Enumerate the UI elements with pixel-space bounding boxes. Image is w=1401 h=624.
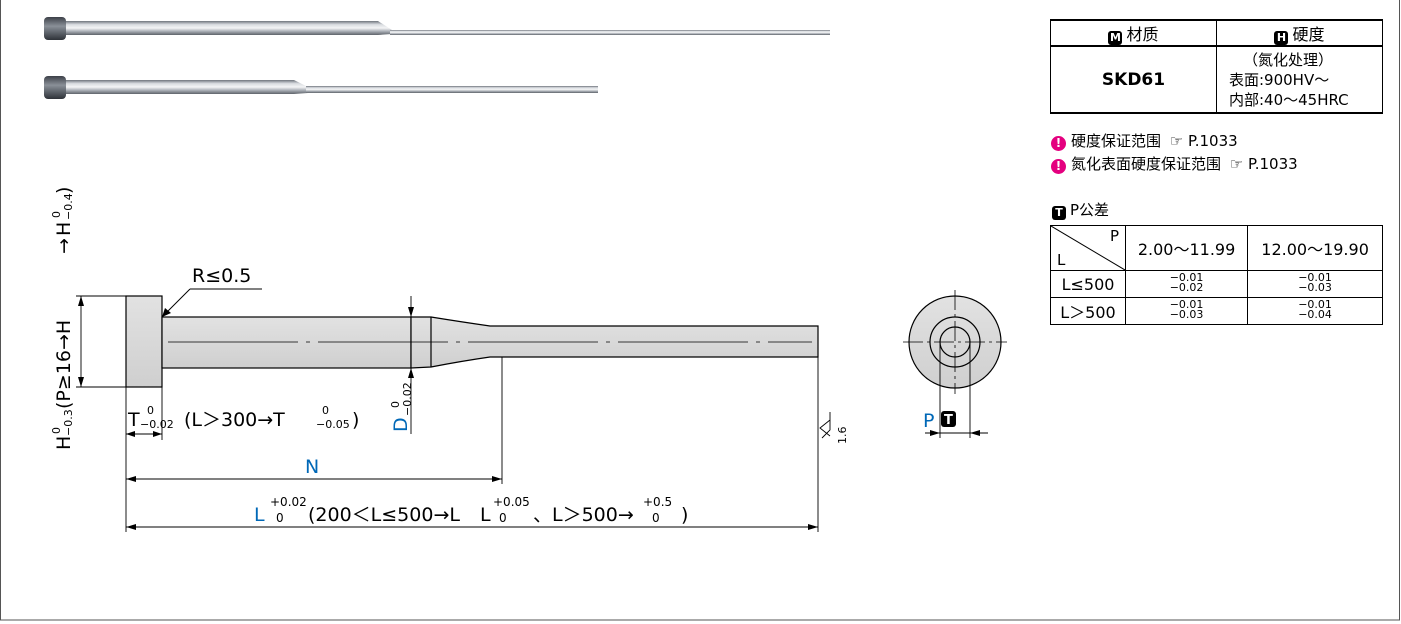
- t-end: ): [352, 409, 359, 431]
- pin-side-view: [125, 295, 819, 388]
- h-tol2-top: 0: [50, 211, 63, 218]
- note-nitride-hardness-range[interactable]: ! 氮化表面硬度保证范围 ☞ P.1033: [1051, 153, 1298, 174]
- h-tol2-bot: −0.4: [62, 193, 75, 220]
- radius-leader: [161, 288, 262, 318]
- radius-label: R≤0.5: [192, 265, 251, 287]
- product-photo-pin-short: [44, 76, 598, 99]
- h-dimension-label: H 0 −0.3 (P≥16→H → H 0 −0.4 ): [50, 187, 75, 450]
- table-row: L＞500 −0.01−0.03 −0.01−0.04: [1050, 297, 1383, 325]
- h-dimension-lines: [76, 295, 126, 388]
- column-header: 12.00～19.90: [1247, 225, 1383, 271]
- material-header: 材质: [1126, 25, 1159, 44]
- h-main: H: [53, 436, 75, 450]
- d-main: D: [390, 417, 412, 432]
- d-tol-top: 0: [389, 401, 402, 408]
- note-ref: P.1033: [1188, 132, 1238, 150]
- table-cell: −0.01−0.03: [1247, 270, 1383, 298]
- note-hardness-range[interactable]: ! 硬度保证范围 ☞ P.1033: [1051, 130, 1238, 151]
- svg-text:H: H: [53, 436, 75, 450]
- p-tolerance-badge: T: [1052, 206, 1066, 220]
- pointing-hand-icon: ☞: [1229, 155, 1244, 173]
- p-tolerance-table: P L 2.00～11.99 12.00～19.90 L≤500 −0.01−0…: [1050, 225, 1383, 325]
- hardness-line-1: （氮化处理）: [1243, 51, 1334, 69]
- hardness-badge: H: [1274, 31, 1289, 45]
- n-label: N: [305, 456, 319, 478]
- table-row: L≤500 −0.01−0.02 −0.01−0.03: [1050, 270, 1383, 298]
- corner-l: L: [1057, 251, 1066, 269]
- table-cell: −0.01−0.03: [1124, 297, 1249, 325]
- corner-cell: P L: [1050, 225, 1126, 271]
- l-tol3-top: +0.5: [643, 495, 672, 509]
- corner-p: P: [1109, 227, 1119, 245]
- pointing-hand-icon: ☞: [1169, 132, 1184, 150]
- t-dimension-label: T 0 −0.02 (L＞300→T 0 −0.05 ): [127, 404, 359, 431]
- t-mid: (L＞300→T: [184, 409, 285, 431]
- exclamation-icon: !: [1051, 159, 1066, 174]
- material-value: SKD61: [1050, 45, 1217, 114]
- l-tol2-bot: 0: [499, 511, 507, 525]
- l-mid1: (200＜L≤500→L: [308, 504, 460, 526]
- p-tolerance-title-text: P公差: [1070, 201, 1110, 219]
- product-photo-pin-long: [44, 17, 830, 40]
- row-label: L≤500: [1050, 270, 1126, 298]
- note-text: 氮化表面硬度保证范围: [1071, 155, 1222, 173]
- h-mid: (P≥16→H: [53, 320, 75, 409]
- svg-text:L: L: [480, 504, 491, 526]
- svg-text:H: H: [53, 222, 75, 236]
- end-view-p-label: P: [923, 410, 934, 432]
- l-tol2-top: +0.05: [493, 495, 530, 509]
- h-tol-top: 0: [50, 427, 63, 434]
- l-tol3-bot: 0: [652, 511, 660, 525]
- t-dimension-lines: [125, 387, 163, 532]
- hardness-value: （氮化处理） 表面:900HV～ 内部:40～45HRC: [1216, 45, 1383, 114]
- hardness-line-3: 内部:40～45HRC: [1229, 91, 1349, 109]
- pin-end-view: [903, 290, 1007, 438]
- d-tol-bot: −0.02: [401, 382, 414, 416]
- h-end: ): [53, 187, 75, 194]
- surface-roughness-symbol: [819, 412, 831, 439]
- t-tol-top: 0: [147, 404, 154, 417]
- table-cell: −0.01−0.02: [1124, 270, 1249, 298]
- l-tol-bot: 0: [276, 511, 284, 525]
- l-tol-top: +0.02: [270, 495, 307, 509]
- row-label: L＞500: [1050, 297, 1126, 325]
- t-tol-bot: −0.02: [140, 418, 174, 431]
- hardness-line-2: 表面:900HV～: [1229, 71, 1330, 89]
- l-dimension-lines: [126, 357, 819, 532]
- svg-text:→: →: [53, 238, 75, 254]
- l-mid2: 、L＞500→: [533, 504, 634, 526]
- surface-roughness-value: 1.6: [836, 427, 849, 445]
- d-dimension-lines: [408, 296, 414, 434]
- l-main: L: [254, 504, 265, 526]
- exclamation-icon: !: [1051, 136, 1066, 151]
- note-ref: P.1033: [1248, 155, 1298, 173]
- hardness-header: 硬度: [1292, 25, 1325, 44]
- table-cell: −0.01−0.04: [1247, 297, 1383, 325]
- note-text: 硬度保证范围: [1071, 132, 1162, 150]
- n-dimension-lines: [126, 357, 503, 484]
- end-view-p-badge: T: [944, 413, 953, 428]
- column-header: 2.00～11.99: [1124, 225, 1249, 271]
- t-main: T: [127, 409, 140, 431]
- end-view-p-badge-bg: [941, 411, 956, 427]
- t-tol2-top: 0: [322, 404, 329, 417]
- diagonal-line: [1051, 226, 1125, 270]
- h-tol-bot: −0.3: [62, 409, 75, 436]
- l-end: ): [681, 504, 688, 526]
- d-dimension-label: D 0 −0.02: [389, 382, 414, 432]
- material-badge: M: [1108, 31, 1123, 45]
- t-tol2-bot: −0.05: [316, 418, 350, 431]
- p-tolerance-title: T P公差: [1052, 199, 1109, 220]
- l-dimension-label: L +0.02 0 (200＜L≤500→L L +0.05 0 、L＞500→…: [254, 495, 688, 526]
